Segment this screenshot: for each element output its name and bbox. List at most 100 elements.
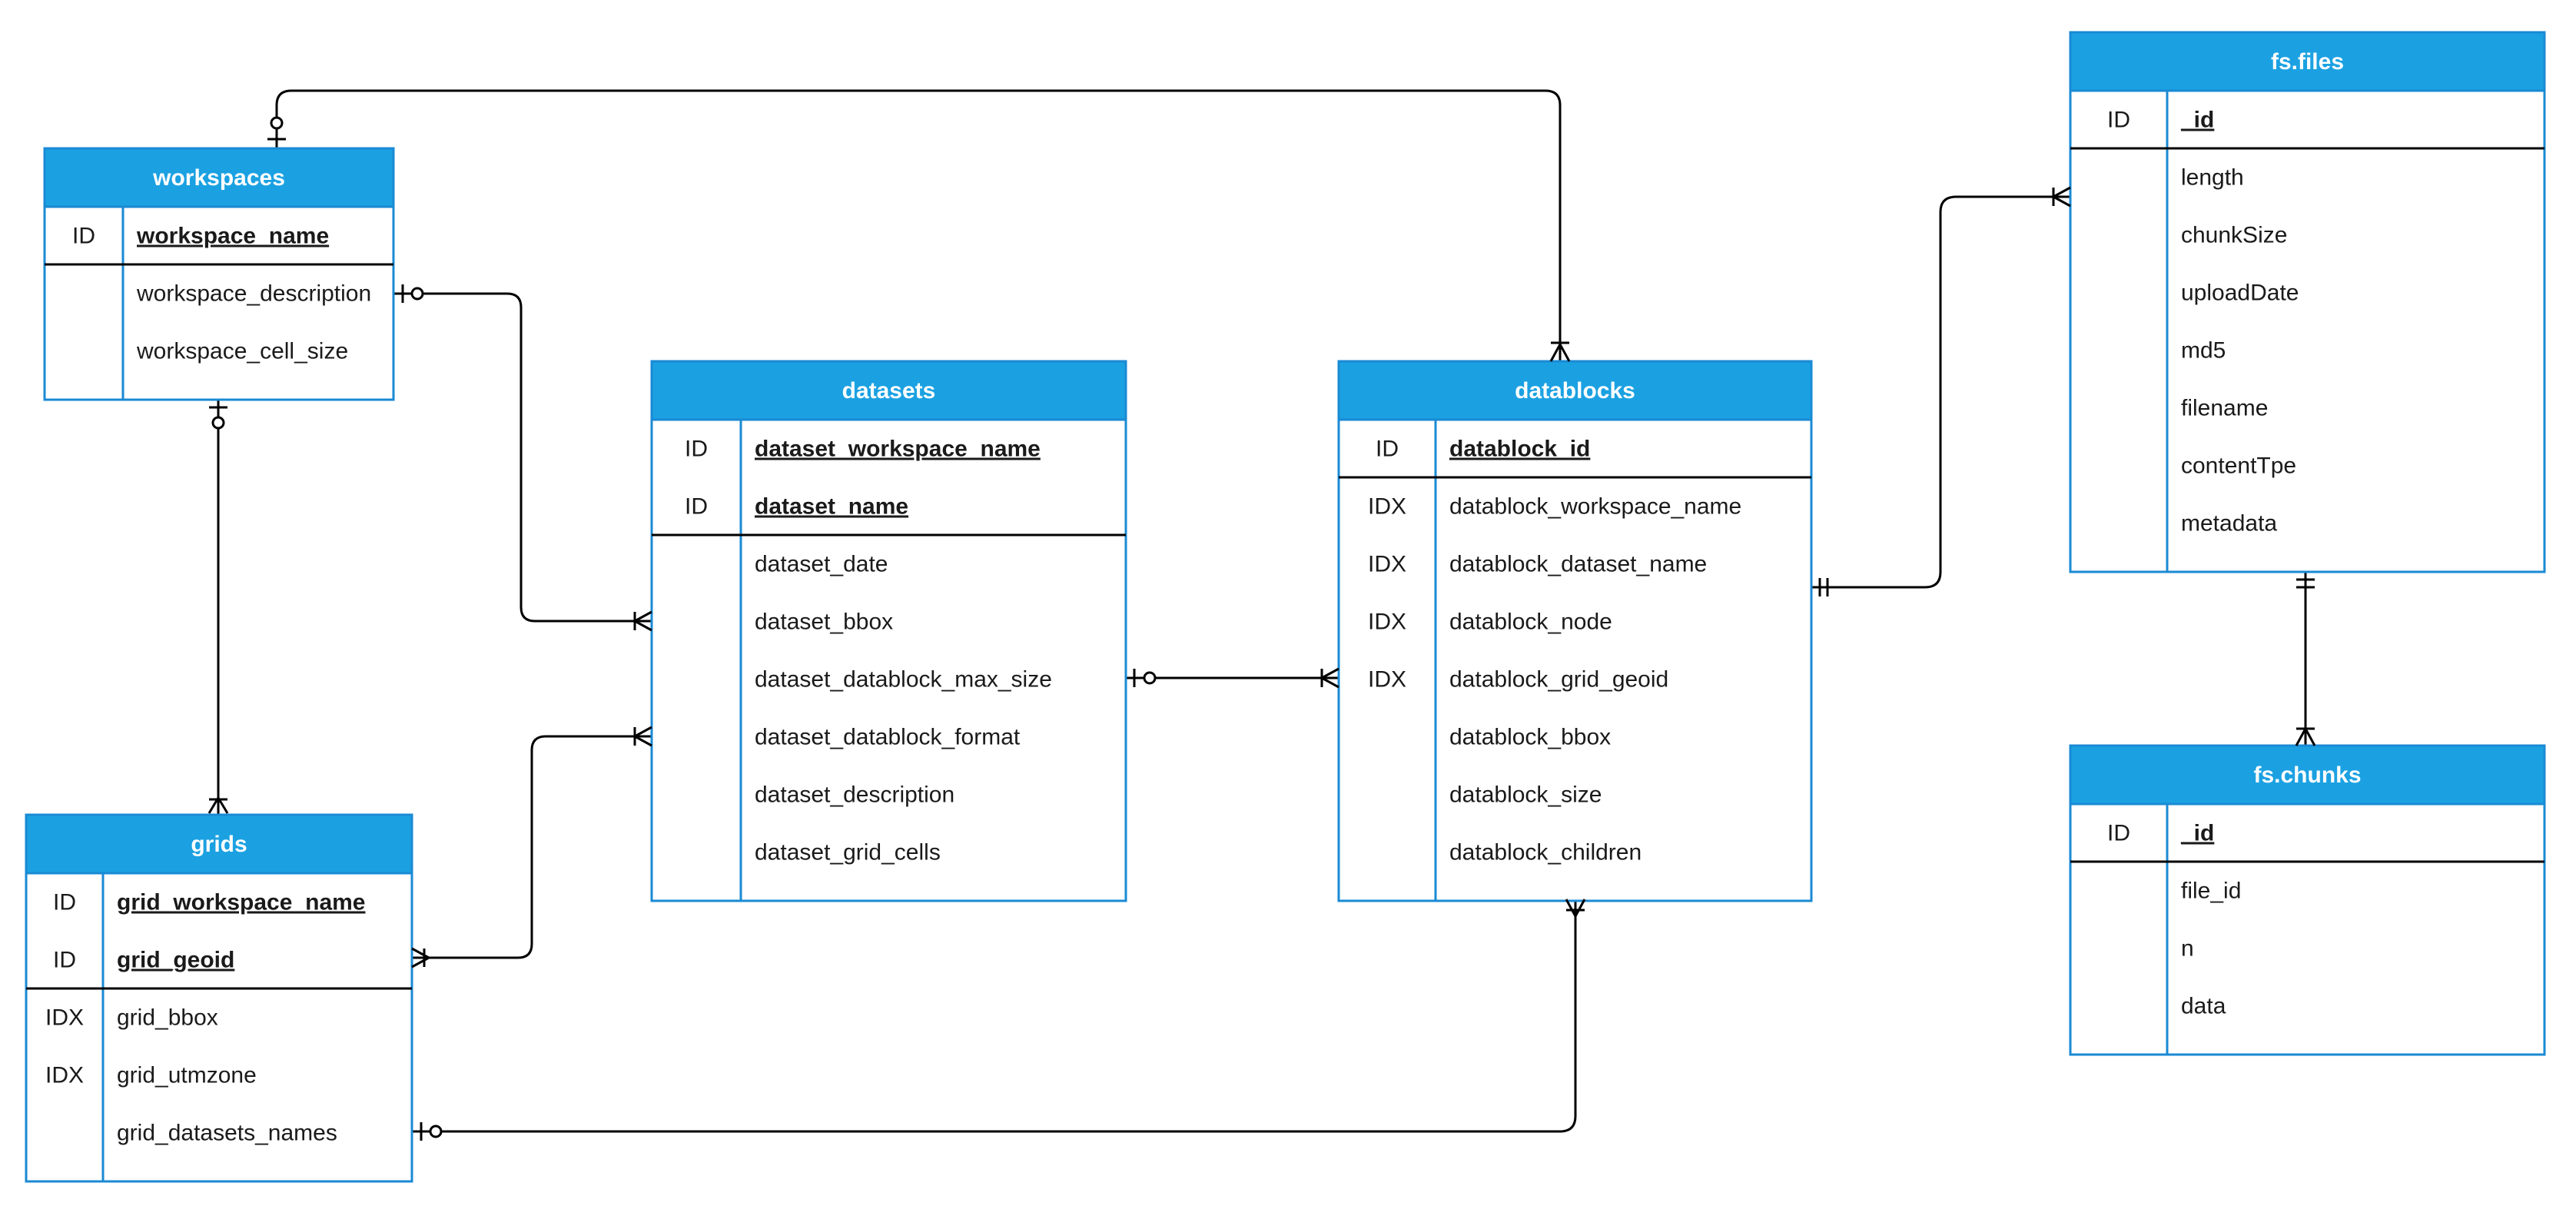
table-title: datasets (842, 378, 936, 404)
table-row[interactable]: datablock_bbox (1449, 725, 1611, 750)
rel-grids-datablocks[interactable] (412, 899, 1577, 1133)
field-name: file_id (2181, 879, 2241, 904)
key-label: ID (685, 437, 708, 462)
table-row[interactable]: datablock_children (1449, 840, 1642, 865)
one-or-many-marker (1320, 667, 1339, 689)
field-name: datablock_size (1449, 782, 1602, 808)
table-row[interactable]: dataset_grid_cells (755, 840, 941, 865)
primary-key-field: datablock_id (1449, 437, 1590, 462)
one-or-many-marker (633, 726, 652, 747)
table-row[interactable]: length (2181, 165, 2244, 191)
field-name: chunkSize (2181, 223, 2287, 248)
rel-workspaces-datablocks[interactable] (275, 89, 1562, 361)
table-row[interactable]: filename (2181, 396, 2268, 421)
table-row[interactable]: md5 (2181, 338, 2226, 364)
table-row[interactable]: workspace_cell_size (136, 339, 348, 364)
field-name: dataset_datablock_format (755, 725, 1021, 750)
rel-workspaces-datasets[interactable] (393, 292, 652, 623)
table-row[interactable]: ID workspace_name (72, 224, 329, 249)
relationships (217, 89, 2307, 1133)
table-row[interactable]: datablock_size (1449, 782, 1602, 808)
table-row[interactable]: IDX datablock_workspace_name (1368, 494, 1741, 520)
field-name: grid_bbox (117, 1005, 218, 1031)
zero-or-one-marker (267, 116, 286, 141)
table-row[interactable]: dataset_bbox (755, 610, 893, 635)
table-header (2069, 744, 2546, 806)
key-label: ID (2107, 108, 2130, 133)
rel-grids-datasets[interactable] (412, 735, 652, 959)
field-name: dataset_date (755, 552, 888, 577)
key-label: IDX (45, 1063, 84, 1088)
field-name: dataset_datablock_max_size (755, 667, 1052, 693)
table-row[interactable]: grid_datasets_names (117, 1121, 337, 1146)
key-label: IDX (1368, 494, 1406, 520)
table-row[interactable]: contentTpe (2181, 453, 2296, 479)
primary-key-field: dataset_workspace_name (755, 437, 1041, 462)
table-header (1337, 360, 1813, 421)
table-row[interactable]: uploadDate (2181, 281, 2299, 306)
table-row[interactable]: ID_id (2107, 821, 2214, 846)
zero-or-one-marker (1133, 669, 1157, 687)
field-name: grid_datasets_names (117, 1121, 337, 1146)
primary-key-field: grid_workspace_name (117, 890, 365, 915)
key-label: IDX (1368, 610, 1406, 635)
table-row[interactable]: dataset_description (755, 782, 954, 808)
table-row[interactable]: ID _id (2107, 108, 2214, 133)
one-or-many-marker (411, 947, 430, 968)
zero-or-one-marker (420, 1122, 443, 1141)
table-row[interactable]: chunkSize (2181, 223, 2287, 248)
table-row[interactable]: workspace_description (136, 281, 371, 307)
table-row[interactable]: data (2181, 994, 2226, 1019)
table-row[interactable]: n (2181, 936, 2194, 962)
table-row[interactable]: metadata (2181, 511, 2277, 537)
rel-datablocks-fsfiles[interactable] (1811, 195, 2070, 589)
table-body (650, 360, 1127, 902)
table-row[interactable]: file_id (2181, 879, 2241, 904)
table-row[interactable]: dataset_date (755, 552, 888, 577)
table-row[interactable]: dataset_datablock_format (755, 725, 1021, 750)
field-name: datablock_dataset_name (1449, 552, 1707, 577)
field-name: datablock_bbox (1449, 725, 1611, 750)
field-name: workspace_description (136, 281, 371, 307)
zero-or-one-marker (401, 284, 424, 303)
one-or-many-marker (2295, 727, 2316, 746)
one-or-many-marker (207, 797, 229, 814)
field-name: length (2181, 165, 2244, 191)
field-name: datablock_workspace_name (1449, 494, 1741, 520)
table-row[interactable]: ID dataset_workspace_name (685, 437, 1041, 462)
table-title: workspaces (152, 165, 285, 191)
one-and-only-one-marker (2296, 578, 2315, 589)
field-name: uploadDate (2181, 281, 2299, 306)
key-label: IDX (1368, 552, 1406, 577)
one-or-many-marker (1565, 899, 1586, 917)
table-title: fs.files (2271, 49, 2344, 75)
table-row[interactable]: dataset_datablock_max_size (755, 667, 1052, 693)
key-label: ID (72, 224, 95, 249)
primary-key-field: workspace_name (136, 224, 329, 249)
cardinality-markers (207, 116, 2316, 1141)
field-name: md5 (2181, 338, 2226, 364)
table-row[interactable]: IDX datablock_dataset_name (1368, 552, 1707, 577)
table-body (2069, 31, 2546, 573)
field-name: dataset_bbox (755, 610, 893, 635)
primary-key-field: _id (2180, 108, 2214, 133)
key-label: ID (2107, 821, 2130, 846)
primary-key-field: grid_geoid (117, 948, 234, 973)
zero-or-one-marker (209, 406, 227, 430)
field-name: data (2181, 994, 2226, 1019)
